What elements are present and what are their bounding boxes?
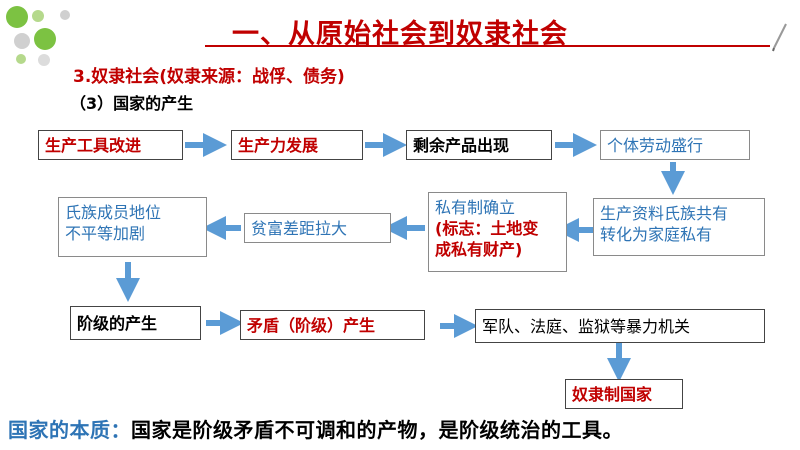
green-dot [16,54,26,64]
text-line: (标志：土地变 [435,219,539,238]
section-heading: （3）国家的产生 [70,94,194,113]
section-subtitle: 3.奴隶社会(奴隶来源：战俘、债务) [73,67,345,87]
box-classes-emerge: 阶级的产生 [70,306,201,340]
box-violent-apparatus: 军队、法庭、监狱等暴力机关 [475,309,765,343]
text-line: 不平等加剧 [65,224,146,243]
green-dot [34,28,56,50]
text-line: 生产资料氏族共有 [600,204,729,223]
page-title: 一、从原始社会到奴隶社会 [232,19,568,50]
green-dot [32,10,44,22]
box-individual-labor: 个体劳动盛行 [600,130,750,160]
box-tools-improvement: 生产工具改进 [38,130,183,160]
text-line: 成私有财产) [435,240,523,259]
box-class-conflict: 矛盾（阶级）产生 [240,310,425,340]
box-surplus-products: 剩余产品出现 [406,130,552,160]
text-line: 私有制确立 [435,198,516,217]
box-wealth-gap: 贫富差距拉大 [244,213,391,243]
gray-dot [60,10,70,20]
gray-dot [14,33,30,49]
text-line: 转化为家庭私有 [600,225,713,244]
summary-label: 国家的本质： [8,418,131,442]
box-productivity-development: 生产力发展 [231,130,363,160]
box-private-system: 私有制确立 (标志：土地变 成私有财产) [428,192,567,272]
green-dot [6,6,28,28]
box-status-inequality: 氏族成员地位 不平等加剧 [58,197,207,257]
title-underline [205,45,770,47]
box-private-ownership-transition: 生产资料氏族共有 转化为家庭私有 [593,198,765,256]
text-line: 氏族成员地位 [65,203,162,222]
gray-dot [38,54,50,66]
summary-text: 国家是阶级矛盾不可调和的产物，是阶级统治的工具。 [131,418,623,442]
box-slave-state: 奴隶制国家 [565,379,683,409]
pencil-icon [772,23,787,52]
state-essence-summary: 国家的本质：国家是阶级矛盾不可调和的产物，是阶级统治的工具。 [8,414,623,443]
